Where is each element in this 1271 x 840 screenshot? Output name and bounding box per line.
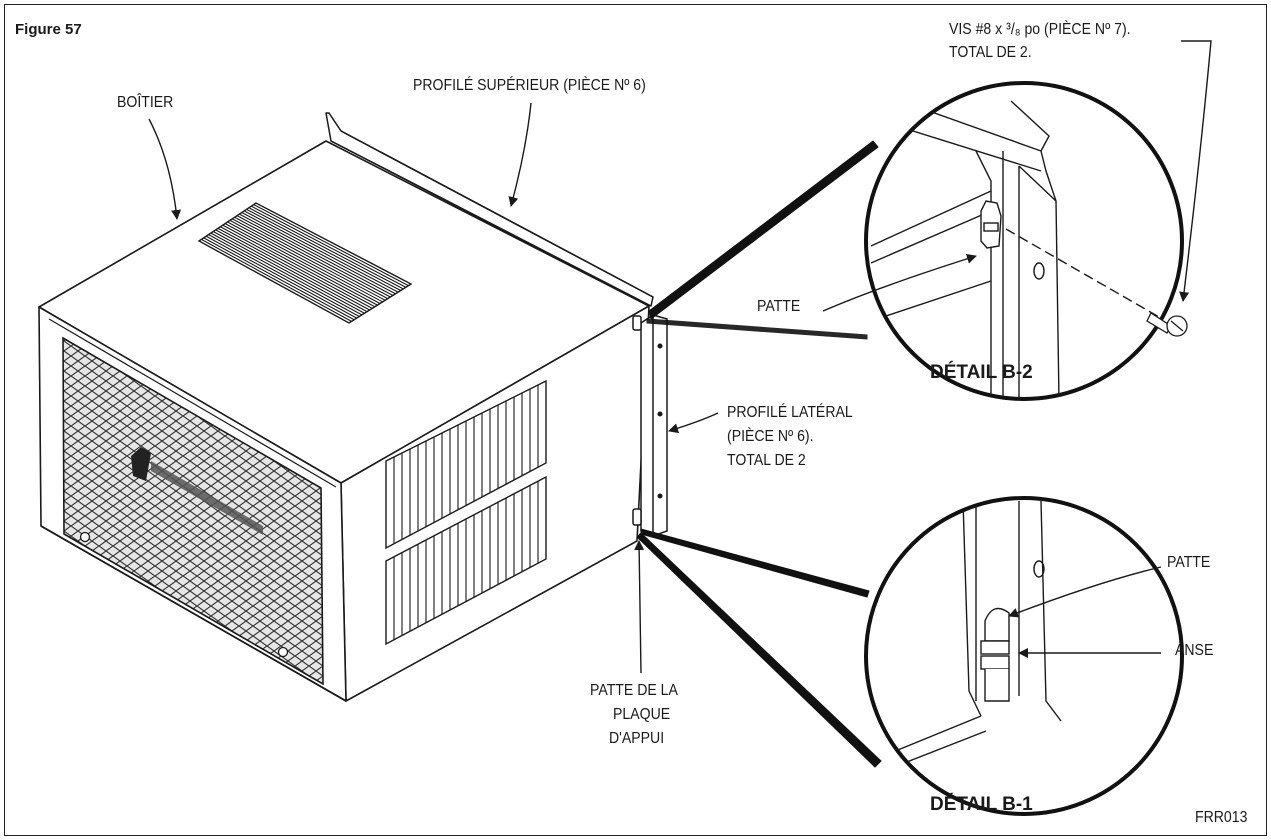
louver-slat <box>250 205 407 288</box>
label-detail-b1: DÉTAIL B-1 <box>930 794 1033 815</box>
label-anse: ANSE <box>1175 642 1214 659</box>
louver-slat <box>236 215 391 298</box>
louver-slat <box>217 227 370 311</box>
brand-logo <box>131 447 151 481</box>
arrow-boitier <box>148 118 182 220</box>
label-vis-line2: TOTAL DE 2. <box>949 44 1032 61</box>
figure-frame: Figure 57 BOÎTIER PROFILÉ SUPÉRIEUR (PIÈ… <box>4 4 1267 836</box>
arrow-vis <box>1179 40 1212 302</box>
louver-slat <box>234 216 389 300</box>
arrow-patte-b1 <box>1008 566 1162 618</box>
arrow-profile-lateral <box>668 412 719 434</box>
leader-arrows <box>148 40 1212 674</box>
louver-slat <box>205 235 358 319</box>
louver-slat <box>227 221 381 304</box>
louver-slat <box>212 231 365 314</box>
louver-slat <box>208 234 360 317</box>
louver-slat <box>248 207 404 290</box>
front-grille <box>48 318 337 686</box>
air-conditioner-installation-diagram <box>38 40 1212 816</box>
label-patte-plaque-line2: PLAQUE <box>613 706 671 723</box>
side-louvers <box>385 379 547 646</box>
louver-slat <box>220 226 373 309</box>
detail-b2-view <box>864 81 1188 401</box>
louver-slat <box>222 224 376 308</box>
louver-slat <box>215 229 368 313</box>
louver-slat <box>201 238 352 322</box>
louver-slat <box>231 218 386 301</box>
detail-connectors <box>636 140 882 768</box>
top-louver <box>197 202 413 324</box>
louver-slat <box>229 219 383 303</box>
label-boitier: BOÎTIER <box>117 94 174 111</box>
label-patte-plaque-line1: PATTE DE LA <box>590 682 678 699</box>
louver-slat <box>210 232 363 316</box>
label-patte-b1: PATTE <box>1167 554 1211 571</box>
louver-slat <box>246 208 401 291</box>
arrow-patte-plaque <box>634 540 645 674</box>
screw-icon <box>1146 312 1188 337</box>
label-detail-b2: DÉTAIL B-2 <box>930 362 1033 383</box>
figure-title: Figure 57 <box>15 21 82 38</box>
louver-slat <box>253 204 409 287</box>
louver-slat <box>241 212 396 295</box>
detail-b1-view <box>864 496 1184 816</box>
louver-slat <box>224 223 378 306</box>
arrow-profile-superieur <box>508 102 532 207</box>
label-profile-superieur: PROFILÉ SUPÉRIEUR (PIÈCE Nº 6) <box>413 77 646 94</box>
label-profile-lateral-line3: TOTAL DE 2 <box>727 452 806 469</box>
label-profile-lateral-line1: PROFILÉ LATÉRAL <box>727 404 853 421</box>
figure-code: FRR013 <box>1195 809 1248 826</box>
label-patte-plaque-line3: D'APPUI <box>609 730 665 747</box>
louver-slat <box>203 237 355 321</box>
top-rail <box>325 112 654 307</box>
label-patte-b2: PATTE <box>757 298 801 315</box>
label-vis-line1: VIS #8 x ³/₈ po (PIÈCE Nº 7). <box>949 21 1131 38</box>
label-profile-lateral-line2: (PIÈCE Nº 6). <box>727 428 814 445</box>
arrow-patte-b2 <box>822 253 977 312</box>
louver-slat <box>243 210 399 293</box>
louver-slat <box>239 213 394 296</box>
